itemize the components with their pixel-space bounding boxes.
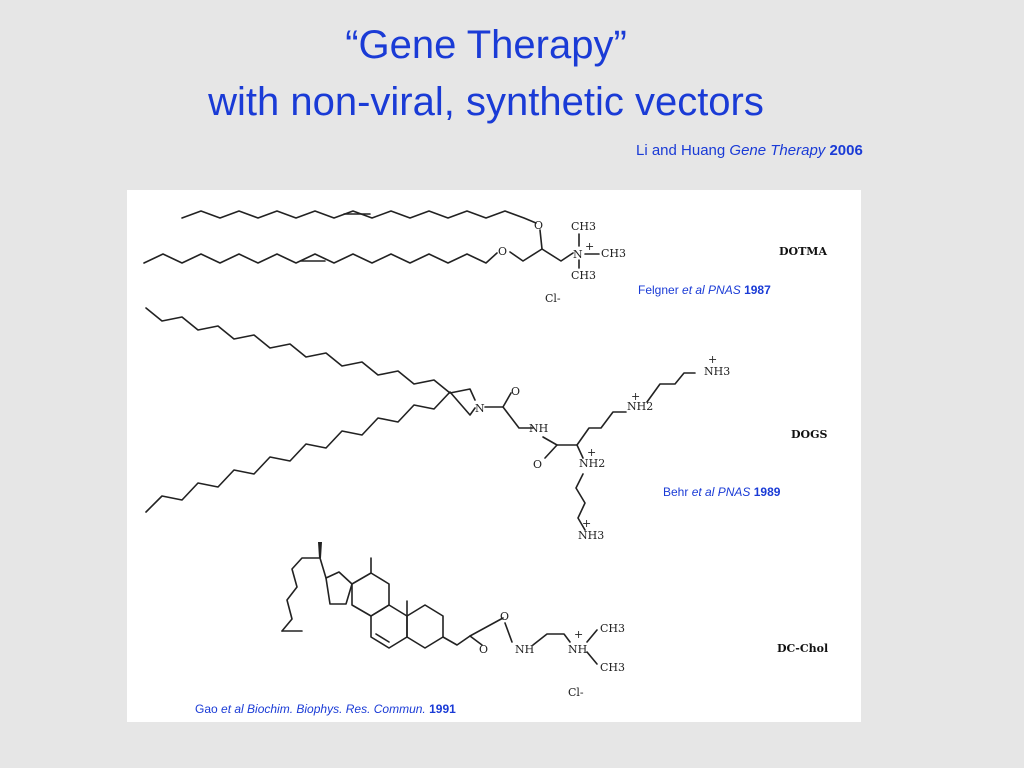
dogs-spermine-down [576, 444, 584, 459]
dotma-o-upper: O [534, 219, 543, 232]
chol-nh-plus-amine: NH [568, 643, 587, 656]
citation-behr-author: Behr [663, 485, 692, 499]
dogs-nh2-lower-plus: + [587, 446, 596, 459]
chol-ethylene [532, 633, 571, 646]
structures-figure: O O N + CH3 CH3 CH3 Cl- DOTMA N O NH O [127, 190, 861, 722]
dogs-carbonyl-1 [502, 392, 512, 408]
dotma-n-plus: + [585, 240, 594, 253]
dogs-nh2-lower: NH2 [579, 457, 605, 470]
citation-behr-year: 1989 [753, 485, 781, 499]
dotma-label: DOTMA [779, 245, 827, 258]
citation-behr-etal: et al PNAS [691, 485, 751, 499]
main-citation-year: 2006 [829, 142, 863, 159]
dotma-n: N [573, 248, 583, 261]
dotma-chain-lower [143, 252, 498, 264]
chol-side-chain [281, 557, 327, 632]
chol-carbonyl [469, 617, 504, 637]
chol-ch3-top: CH3 [600, 622, 625, 635]
chol-ch3-bottom: CH3 [600, 661, 625, 674]
chol-double-bond [375, 633, 390, 643]
dogs-spermine-up [576, 411, 627, 446]
dotma-ch3-right: CH3 [601, 247, 626, 260]
main-citation-authors: Li and Huang [636, 142, 730, 159]
dogs-spermine-bottom [575, 473, 586, 531]
citation-gao-etal: et al Biochim. Biophys. Res. Commun. [221, 702, 426, 716]
dc-chol-structure: O O NH NH + CH3 CH3 Cl- DC-Chol [281, 542, 828, 699]
dogs-nh2-upper: NH2 [627, 400, 653, 413]
chol-carbamate-link [442, 635, 483, 646]
dogs-nh3-bottom: NH3 [578, 529, 604, 542]
chol-c-n [504, 622, 513, 643]
chol-ring-c [351, 572, 390, 617]
dotma-chain-upper [181, 210, 537, 224]
dotma-structure: O O N + CH3 CH3 CH3 Cl- DOTMA [143, 210, 827, 305]
slide-title-line1: “Gene Therapy” [345, 23, 627, 67]
dotma-ch3-top: CH3 [571, 220, 596, 233]
dogs-nh3-bottom-plus: + [582, 517, 591, 530]
citation-gao-author: Gao [195, 702, 222, 716]
citation-gao: Gao et al Biochim. Biophys. Res. Commun.… [195, 702, 456, 716]
chol-n-plus: + [574, 628, 583, 641]
dotma-counter-ion: Cl- [545, 292, 561, 305]
citation-behr: Behr et al PNAS 1989 [663, 485, 780, 499]
main-citation-journal: Gene Therapy [729, 142, 826, 159]
dogs-nh3-top-plus: + [708, 353, 717, 366]
dogs-nh: NH [529, 422, 548, 435]
dogs-n: N [475, 402, 485, 415]
dogs-chain-lower [145, 391, 476, 513]
dotma-o-lower: O [498, 245, 507, 258]
citation-felgner-author: Felgner [638, 283, 683, 297]
dotma-glycerol-backbone [509, 248, 574, 262]
dogs-spermine-top [646, 372, 696, 403]
chemical-structures-svg: O O N + CH3 CH3 CH3 Cl- DOTMA N O NH O [143, 210, 828, 699]
dogs-o-1: O [511, 385, 520, 398]
dotma-bond-o-upper [539, 229, 543, 250]
dogs-chain-upper [145, 307, 476, 401]
slide-title-line2: with non-viral, synthetic vectors [208, 80, 764, 124]
dotma-ch3-bottom: CH3 [571, 269, 596, 282]
main-citation: Li and Huang Gene Therapy 2006 [636, 142, 863, 159]
chol-bond-me-bottom [586, 651, 598, 665]
dogs-label: DOGS [791, 428, 828, 441]
dogs-amide [542, 436, 578, 446]
chol-ring-a [406, 604, 444, 649]
dogs-o-2: O [533, 458, 542, 471]
chol-nh: NH [515, 643, 534, 656]
chol-ring-d [325, 571, 353, 605]
citation-felgner-year: 1987 [744, 283, 771, 297]
dogs-nh2-upper-plus: + [631, 390, 640, 403]
chol-o-carbonyl: O [500, 610, 509, 623]
chol-counter-ion: Cl- [568, 686, 584, 699]
dogs-structure: N O NH O NH2 + NH3 + NH2 + NH3 + DOGS [145, 307, 828, 542]
chol-wedge-top [318, 542, 322, 558]
citation-gao-year: 1991 [429, 702, 456, 716]
dogs-carbonyl-2 [544, 444, 558, 459]
dc-chol-label: DC-Chol [777, 642, 828, 655]
dogs-nh3-top: NH3 [704, 365, 730, 378]
chol-o-ester: O [479, 643, 488, 656]
chol-bond-me-top [586, 629, 598, 643]
citation-felgner-etal: et al PNAS [682, 283, 741, 297]
dogs-glycyl [484, 406, 534, 429]
citation-felgner: Felgner et al PNAS 1987 [638, 283, 771, 297]
